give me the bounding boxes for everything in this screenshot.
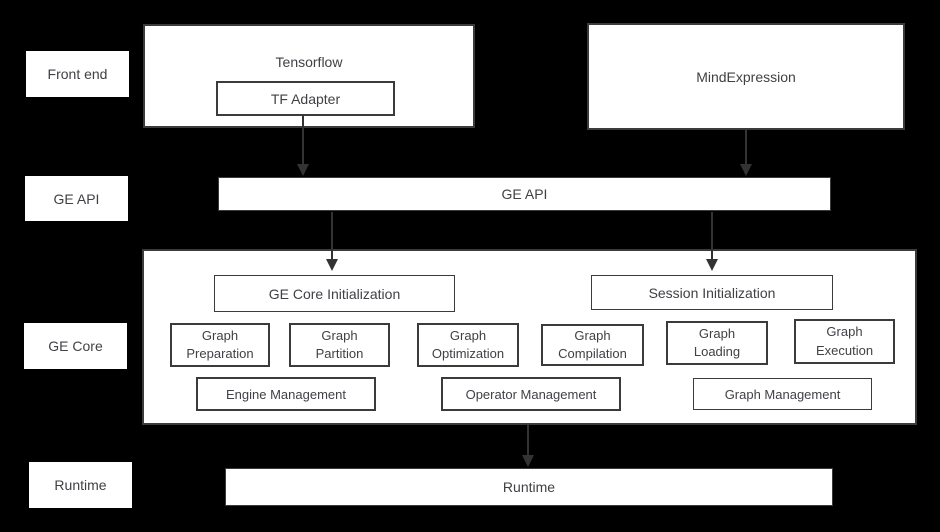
graph-partition-box: Graph Partition (289, 323, 390, 367)
layer-label-ge-api: GE API (25, 176, 128, 221)
layer-label-runtime: Runtime (29, 462, 132, 508)
session-initialization-box: Session Initialization (591, 275, 833, 310)
graph-compilation-box: Graph Compilation (541, 324, 644, 366)
arrow-mindexpression-to-ge-api (745, 130, 747, 164)
graph-execution-box: Graph Execution (794, 319, 895, 364)
graph-preparation-box: Graph Preparation (170, 323, 270, 367)
operator-management-box: Operator Management (441, 377, 621, 411)
graph-management-box: Graph Management (693, 378, 872, 410)
arrow-ge-core-to-runtime (527, 425, 529, 455)
engine-management-box: Engine Management (196, 377, 376, 411)
graph-loading-box: Graph Loading (666, 321, 768, 365)
ge-api-bar: GE API (218, 177, 831, 211)
layer-label-front-end: Front end (26, 51, 129, 97)
ge-core-box: GE Core Initialization Session Initializ… (142, 249, 917, 425)
tensorflow-label: Tensorflow (275, 54, 343, 70)
layer-label-ge-core: GE Core (24, 323, 127, 369)
ge-core-initialization-box: GE Core Initialization (214, 275, 455, 312)
arrow-tf-adapter-to-ge-api (302, 115, 304, 164)
graph-optimization-box: Graph Optimization (417, 323, 519, 367)
mindexpression-box: MindExpression (587, 23, 905, 130)
tensorflow-box: Tensorflow TF Adapter (143, 24, 475, 128)
arrow-ge-api-to-session-initialization (711, 212, 713, 259)
tf-adapter-box: TF Adapter (216, 81, 395, 116)
arrow-ge-api-to-ge-core-initialization (331, 212, 333, 259)
runtime-bar: Runtime (225, 468, 833, 506)
